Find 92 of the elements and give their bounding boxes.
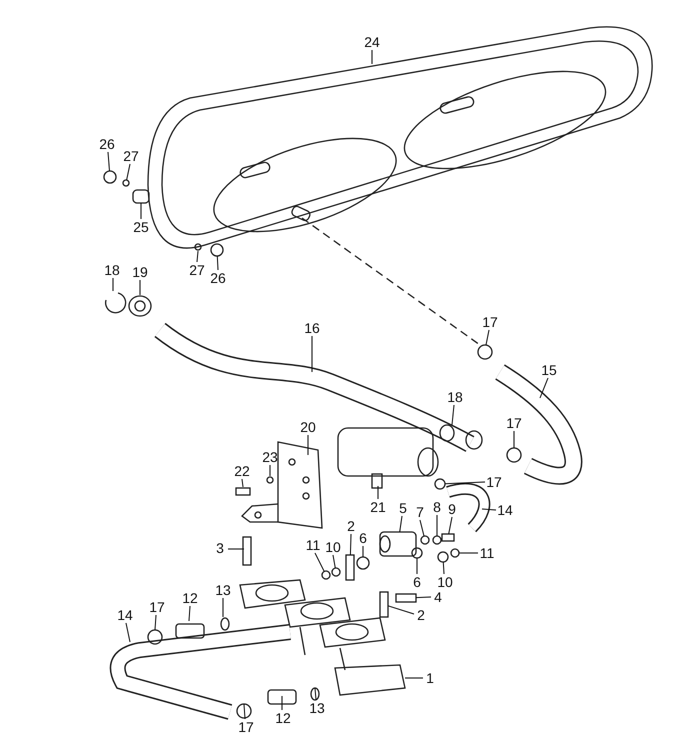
callout-number: 19 [132, 264, 148, 280]
callout-number: 10 [437, 574, 453, 590]
leader-line [196, 250, 198, 262]
valve-body [379, 531, 417, 557]
leader-line [228, 548, 244, 550]
callout-number: 11 [480, 545, 494, 561]
washer [506, 447, 522, 463]
leader-line [420, 520, 424, 537]
leader-line [126, 164, 130, 181]
callout-number: 27 [123, 148, 139, 164]
callout-number: 7 [416, 504, 424, 520]
washer [450, 548, 460, 558]
washer [210, 243, 224, 257]
leader-line [448, 516, 452, 534]
washer [356, 556, 370, 570]
callout-number: 12 [275, 710, 291, 726]
callout-number: 25 [133, 219, 149, 235]
callout-number: 23 [262, 449, 278, 465]
leader-line [362, 546, 364, 558]
callout-number: 6 [359, 530, 367, 546]
callout-number: 11 [306, 537, 320, 553]
leader-line [222, 598, 224, 618]
callout-number: 16 [304, 320, 320, 336]
callout-number: 5 [399, 500, 407, 516]
callout-number: 14 [497, 502, 513, 518]
leader-line [332, 554, 336, 569]
valve-body [132, 189, 150, 204]
leader-line [416, 596, 432, 598]
callout-number: 13 [215, 582, 231, 598]
washer [103, 170, 117, 184]
washer [122, 179, 130, 187]
callout-number: 6 [413, 574, 421, 590]
leader-line [436, 514, 438, 536]
leader-line [244, 704, 246, 720]
leader-line [452, 404, 454, 426]
leader-line [112, 278, 114, 292]
callout-number: 27 [189, 262, 205, 278]
threaded-stud [379, 591, 389, 618]
callout-number: 17 [486, 474, 502, 490]
leader-line [350, 534, 352, 556]
leader-line [314, 688, 316, 700]
leader-line [188, 606, 190, 622]
callout-number: 26 [99, 136, 115, 152]
leader-line [140, 202, 142, 220]
leader-line [388, 605, 414, 614]
callout-number: 14 [117, 607, 133, 623]
callout-number: 21 [370, 499, 386, 515]
washer [432, 535, 442, 545]
leader-line [242, 478, 244, 488]
threaded-stud [345, 554, 355, 581]
callout-number: 26 [210, 270, 226, 286]
leader-line [216, 256, 218, 270]
washer [321, 570, 331, 580]
leader-line [399, 516, 402, 532]
callout-number: 18 [104, 262, 120, 278]
callout-number: 17 [149, 599, 165, 615]
callout-number: 24 [364, 34, 380, 50]
callout-number: 20 [300, 419, 316, 435]
leader-line [416, 558, 418, 574]
washer [420, 535, 430, 545]
callout-number: 10 [325, 539, 341, 555]
threaded-stud [441, 533, 455, 542]
leader-line [314, 552, 325, 572]
callout-number: 22 [234, 463, 250, 479]
callout-number: 2 [417, 607, 425, 623]
leader-line [482, 508, 496, 510]
callout-number: 12 [182, 590, 198, 606]
callout-number: 3 [216, 540, 224, 556]
callout-number: 4 [434, 589, 442, 605]
leader-line [108, 152, 110, 172]
callout-number: 17 [238, 719, 254, 735]
washer [437, 551, 449, 563]
leader-line [486, 330, 490, 346]
callout-number: 17 [506, 415, 522, 431]
washer [331, 567, 341, 577]
leader-line [444, 482, 486, 484]
leader-line [442, 562, 444, 574]
callout-number: 13 [309, 700, 325, 716]
leader-line [126, 622, 130, 642]
washer [411, 547, 423, 559]
threaded-stud [395, 593, 417, 603]
leader-line [458, 552, 478, 554]
callout-number: 8 [433, 499, 441, 515]
leader-line [540, 378, 548, 398]
callout-number: 1 [426, 670, 434, 686]
callout-number: 15 [541, 362, 557, 378]
callout-number: 17 [482, 314, 498, 330]
callout-number: 9 [448, 501, 456, 517]
washer [434, 478, 446, 490]
callout-number: 2 [347, 518, 355, 534]
callout-number: 18 [447, 389, 463, 405]
leader-line [154, 614, 156, 630]
